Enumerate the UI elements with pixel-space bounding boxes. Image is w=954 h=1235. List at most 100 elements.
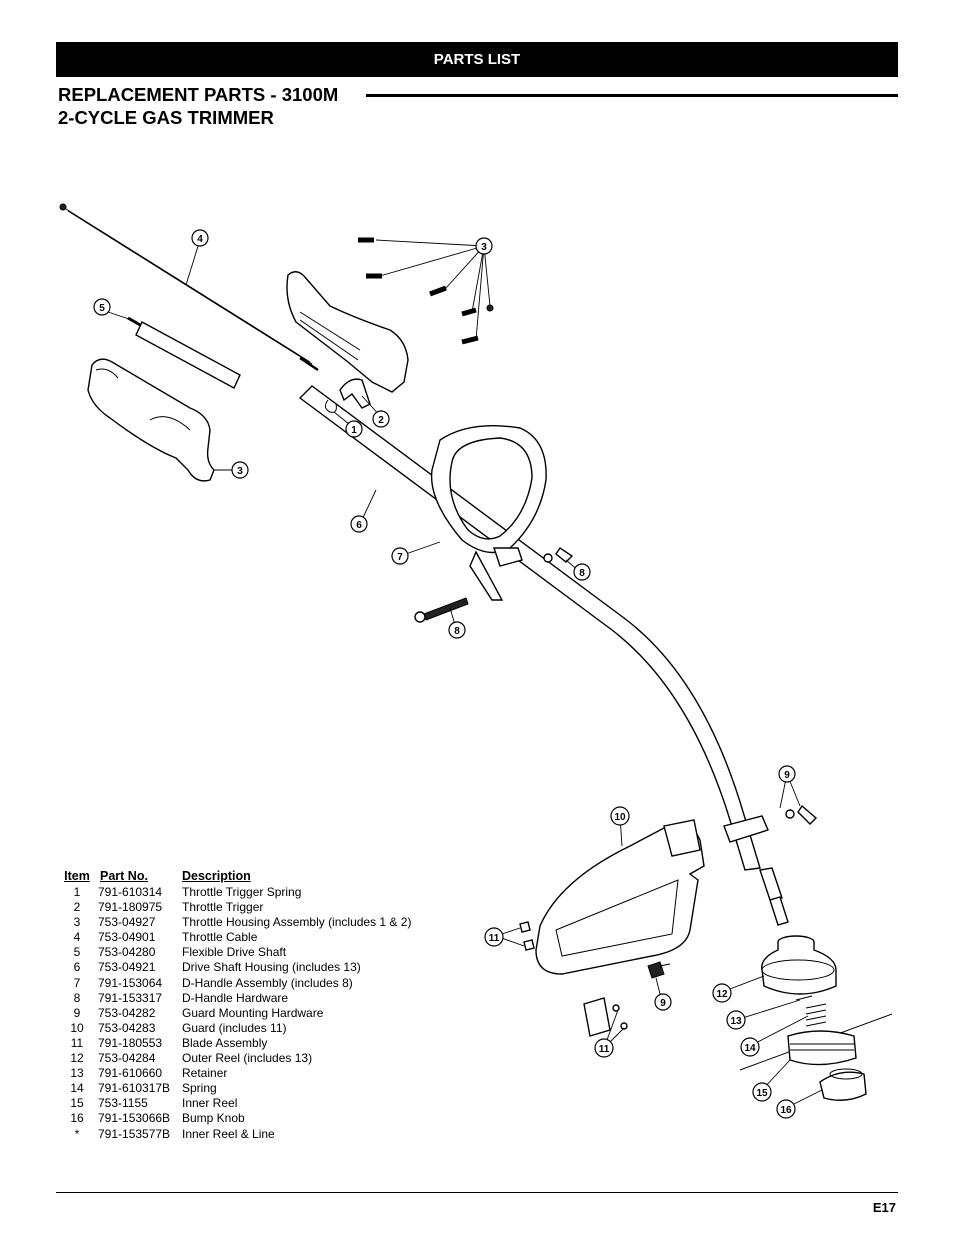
callout-10: 10	[610, 806, 630, 826]
callout-4: 4	[191, 229, 209, 247]
svg-text:9: 9	[784, 770, 790, 781]
callout-2: 2	[372, 410, 390, 428]
part-description: Inner Reel	[182, 1096, 238, 1111]
part-description: Throttle Housing Assembly (includes 1 & …	[182, 915, 412, 930]
throttle-housing-left-drawing	[87, 358, 215, 482]
callout-16: 16	[776, 1099, 796, 1119]
title-line-1: REPLACEMENT PARTS - 3100M	[58, 84, 339, 105]
item-number: 5	[73, 945, 81, 960]
callout-9-lower: 9	[654, 993, 672, 1011]
item-number: 14	[70, 1081, 84, 1096]
svg-text:5: 5	[99, 303, 105, 314]
part-description: Outer Reel (includes 13)	[182, 1051, 313, 1066]
part-number: 753-04284	[98, 1051, 156, 1066]
bump-knob-drawing	[819, 1068, 867, 1101]
part-description: Guard (includes 11)	[182, 1020, 287, 1035]
part-number: 753-1155	[98, 1096, 148, 1111]
item-number: 1	[73, 885, 81, 899]
part-number: 791-610660	[98, 1066, 163, 1081]
callout-12: 12	[712, 983, 732, 1003]
svg-text:7: 7	[397, 552, 403, 563]
header-part-no: Part No.	[100, 869, 148, 883]
item-number: 15	[70, 1096, 84, 1111]
d-handle-drawing	[430, 425, 547, 601]
item-number: 8	[73, 990, 81, 1005]
part-description: Retainer	[182, 1066, 228, 1081]
header-description: Description	[182, 869, 251, 883]
callout-9-upper: 9	[778, 765, 796, 783]
callout-15: 15	[752, 1082, 772, 1102]
item-number: 12	[70, 1051, 84, 1066]
callout-11-upper: 11	[484, 927, 504, 947]
item-number: 10	[70, 1020, 84, 1035]
callout-1: 1	[345, 420, 363, 438]
throttle-cable-drawing	[59, 203, 319, 372]
part-description: Spring	[182, 1081, 217, 1096]
retainer-spring-drawing	[795, 995, 827, 1027]
svg-text:14: 14	[744, 1043, 756, 1054]
table-row: 12 753-04284 Outer Reel (includes 13)	[56, 1051, 411, 1066]
svg-text:4: 4	[197, 234, 203, 245]
part-number: 791-153066B	[98, 1111, 171, 1126]
item-number: 4	[73, 930, 81, 945]
part-description: Bump Knob	[182, 1111, 245, 1126]
part-description: D-Handle Hardware	[182, 990, 289, 1005]
part-number: 791-153064	[98, 975, 163, 990]
svg-text:15: 15	[756, 1088, 768, 1099]
title-rule	[366, 94, 898, 97]
item-number: 2	[73, 900, 81, 915]
part-description: Throttle Cable	[182, 930, 258, 945]
item-number: 6	[73, 960, 81, 975]
part-description: Inner Reel & Line	[182, 1126, 275, 1141]
part-number: 753-04901	[98, 930, 156, 945]
svg-text:9: 9	[660, 998, 666, 1009]
throttle-trigger-drawing	[324, 378, 371, 413]
svg-text:6: 6	[356, 520, 362, 531]
callout-13: 13	[726, 1010, 746, 1030]
section-banner: PARTS LIST	[56, 42, 898, 77]
part-description: Guard Mounting Hardware	[182, 1005, 324, 1020]
leader-lines	[107, 239, 823, 1109]
item-number: 7	[73, 975, 81, 990]
svg-text:8: 8	[454, 626, 460, 637]
inner-reel-drawing	[739, 1013, 893, 1071]
part-number: 791-180553	[98, 1035, 163, 1050]
guard-drawing	[535, 819, 705, 975]
screws-drawing	[358, 237, 494, 345]
callout-11-lower: 11	[594, 1038, 614, 1058]
part-description: Blade Assembly	[182, 1035, 268, 1050]
callout-7: 7	[391, 547, 409, 565]
callout-5: 5	[93, 298, 111, 316]
title-line-2: 2-CYCLE GAS TRIMMER	[58, 107, 274, 128]
banner-text: PARTS LIST	[433, 51, 521, 68]
callout-8-right: 8	[573, 563, 591, 581]
svg-text:16: 16	[780, 1105, 792, 1116]
callout-3-lower: 3	[231, 461, 249, 479]
svg-text:10: 10	[614, 812, 626, 823]
header-item: Item	[64, 869, 90, 883]
part-description: Flexible Drive Shaft	[182, 945, 287, 960]
page-title: REPLACEMENT PARTS - 3100M 2-CYCLE GAS TR…	[58, 83, 338, 129]
part-number: 791-610317B	[98, 1081, 171, 1096]
svg-text:12: 12	[716, 989, 728, 1000]
item-number: 9	[73, 1005, 81, 1020]
svg-text:8: 8	[579, 568, 585, 579]
item-number: *	[74, 1126, 80, 1141]
guard-mount-hardware-top-drawing	[723, 804, 818, 843]
callout-3-upper: 3	[475, 237, 493, 255]
part-number: 753-04921	[98, 960, 156, 975]
part-number: 753-04282	[98, 1005, 156, 1020]
table-row: 14 791-610317B Spring	[56, 1081, 411, 1096]
